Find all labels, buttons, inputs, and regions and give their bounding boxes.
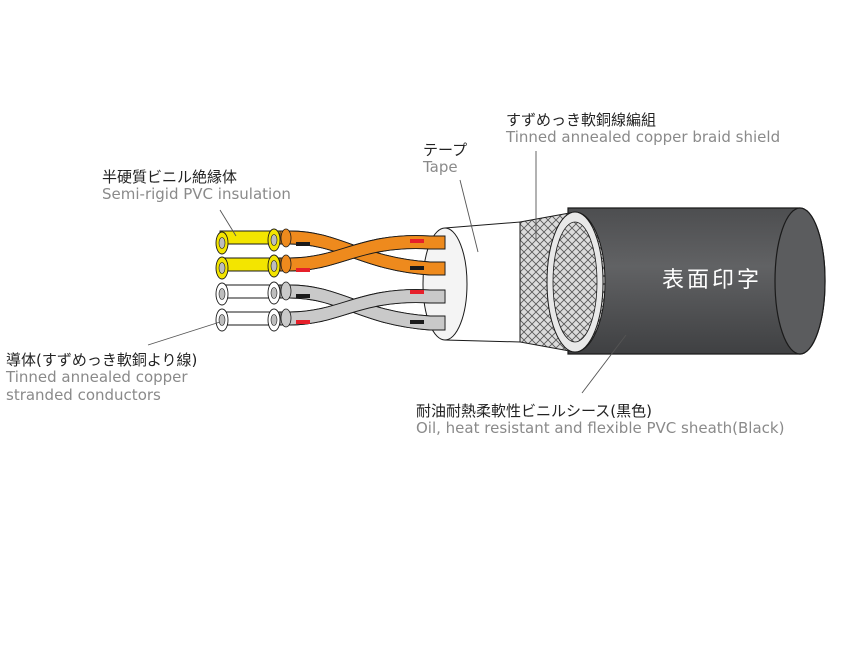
leader-sheath	[581, 334, 627, 394]
core-marks	[296, 239, 424, 324]
cores	[215, 228, 446, 332]
label-conductor-en-2: stranded conductors	[6, 385, 161, 404]
core-orange-2	[279, 235, 446, 272]
label-conductor-jp: 導体(すずめっき軟銅より線)	[6, 351, 198, 369]
label-tape: テープ Tape	[423, 141, 468, 177]
label-tape-jp: テープ	[423, 141, 468, 159]
sheath-print-text: 表面印字	[662, 268, 762, 293]
conductor-ends	[215, 228, 292, 332]
label-tape-en: Tape	[423, 158, 458, 177]
label-sheath-jp: 耐油耐熱柔軟性ビニルシース(黒色)	[416, 402, 652, 420]
leader-tape	[459, 179, 479, 253]
label-braid-en: Tinned annealed copper braid shield	[506, 128, 781, 147]
leader-conductor	[147, 321, 221, 346]
label-insulation-jp: 半硬質ビニル絶縁体	[102, 168, 238, 186]
label-conductor: 導体(すずめっき軟銅より線) Tinned annealed copper st…	[6, 351, 198, 404]
leader-lines	[147, 151, 627, 394]
label-sheath-en: Oil, heat resistant and flexible PVC she…	[416, 419, 785, 438]
label-sheath: 耐油耐熱柔軟性ビニルシース(黒色) Oil, heat resistant an…	[416, 402, 785, 438]
label-braid: すずめっき軟銅線編組 Tinned annealed copper braid …	[506, 111, 781, 147]
label-braid-jp: すずめっき軟銅線編組	[506, 111, 657, 129]
leader-insulation	[219, 209, 237, 237]
label-conductor-en-1: Tinned annealed copper	[6, 368, 188, 387]
label-insulation: 半硬質ビニル絶縁体 Semi-rigid PVC insulation	[102, 168, 291, 204]
label-insulation-en: Semi-rigid PVC insulation	[102, 185, 291, 204]
outer-sheath	[567, 207, 826, 355]
